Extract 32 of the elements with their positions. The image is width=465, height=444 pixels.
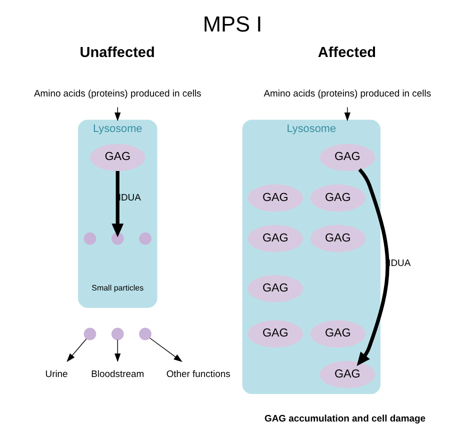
node-ellipse: GAG xyxy=(310,320,366,348)
node-ellipse: GAG xyxy=(248,224,303,252)
arrow xyxy=(66,338,87,362)
node-circle xyxy=(139,328,152,340)
node-ellipse: GAG xyxy=(310,224,366,252)
node-circle xyxy=(111,232,124,245)
arrow xyxy=(356,168,390,366)
arrow xyxy=(112,171,124,238)
node-ellipse: GAG xyxy=(320,144,375,172)
label: GAG accumulation and cell damage xyxy=(264,414,426,425)
label: Unaffected xyxy=(80,44,155,61)
edge-label: IDUA xyxy=(388,258,411,270)
arrow xyxy=(114,339,121,362)
node-text: Amino acids (proteins) produced in cells xyxy=(34,88,202,100)
node-text: Urine xyxy=(45,368,68,380)
node-text: Amino acids (proteins) produced in cells xyxy=(264,88,432,100)
node-ellipse: GAG xyxy=(320,360,375,388)
node-text: Other functions xyxy=(166,368,230,380)
node-ellipse: GAG xyxy=(90,144,146,172)
arrow xyxy=(149,338,182,362)
label: Small particles xyxy=(92,284,144,293)
node-circle xyxy=(139,232,152,245)
node-text: Bloodstream xyxy=(91,368,144,380)
node-circle xyxy=(111,328,124,340)
diagram-title: MPS I xyxy=(202,11,262,36)
node-circle xyxy=(84,232,96,245)
node-ellipse: GAG xyxy=(310,184,366,212)
node-ellipse: GAG xyxy=(248,184,303,212)
label: Affected xyxy=(318,44,376,61)
node-ellipse: GAG xyxy=(248,320,303,348)
node-ellipse: GAG xyxy=(248,274,303,302)
node-circle xyxy=(84,328,96,340)
